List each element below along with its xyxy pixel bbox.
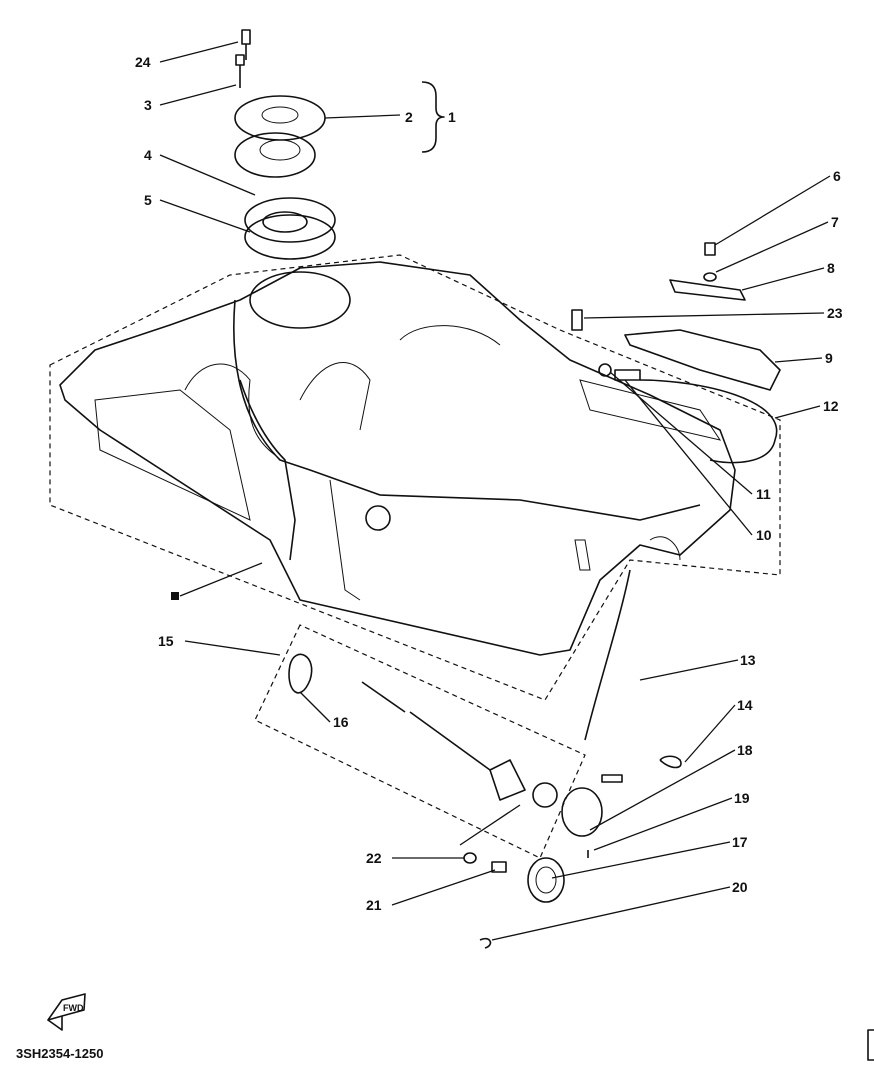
group-bracket (421, 81, 445, 153)
callout-3: 3 (144, 97, 152, 113)
fuel-tank (59, 261, 736, 656)
callout-20: 20 (732, 879, 748, 895)
callout-8: 8 (827, 260, 835, 276)
marker-square (171, 592, 179, 600)
callout-4: 4 (144, 147, 152, 163)
fwd-logo-text: FWD (63, 1003, 84, 1013)
bracket-parts (479, 242, 781, 949)
callout-12: 12 (823, 398, 839, 414)
callout-1: 1 (448, 109, 456, 125)
petcock-assembly-outline (254, 624, 586, 859)
callout-22: 22 (366, 850, 382, 866)
callout-18: 18 (737, 742, 753, 758)
callout-24: 24 (135, 54, 151, 70)
callout-14: 14 (737, 697, 753, 713)
callout-23: 23 (827, 305, 843, 321)
callout-13: 13 (740, 652, 756, 668)
callout-11: 11 (756, 486, 771, 502)
fwd-arrow-icon: FWD (47, 993, 86, 1031)
callout-15: 15 (158, 633, 174, 649)
callout-9: 9 (825, 350, 833, 366)
edge-bracket (867, 1029, 874, 1061)
callout-7: 7 (831, 214, 839, 230)
callout-2: 2 (405, 109, 413, 125)
callout-10: 10 (756, 527, 772, 543)
callout-5: 5 (144, 192, 152, 208)
leader-lines (159, 41, 831, 941)
callout-19: 19 (734, 790, 750, 806)
callout-21: 21 (366, 897, 382, 913)
petcock-parts (288, 653, 623, 873)
filler-cap-parts (234, 29, 336, 260)
callout-17: 17 (732, 834, 748, 850)
diagram-code: 3SH2354-1250 (16, 1046, 104, 1061)
callout-16: 16 (333, 714, 349, 730)
callout-6: 6 (833, 168, 841, 184)
tank-assembly-outline (49, 254, 781, 701)
